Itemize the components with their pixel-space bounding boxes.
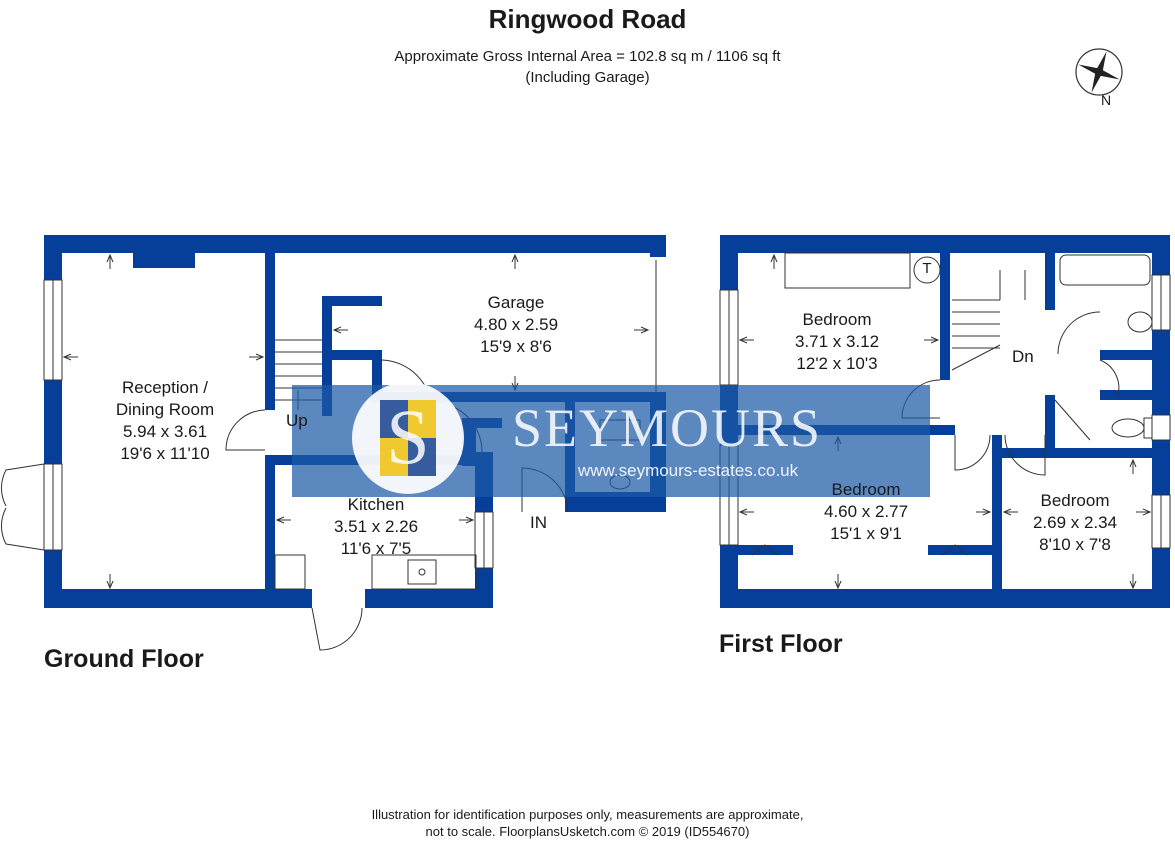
room-metric: 5.94 x 3.61	[122, 422, 208, 441]
compass-north-label: N	[1101, 92, 1112, 108]
area-note: (Including Garage)	[525, 69, 650, 86]
room-imperial: 8'10 x 7'8	[1039, 535, 1111, 554]
room-bedroom-3: Bedroom 2.69 x 2.34 8'10 x 7'8	[1000, 490, 1150, 556]
room-imperial: 19'6 x 11'10	[120, 444, 210, 463]
stairs-down-label: Dn	[1012, 347, 1034, 366]
room-name: Dining Room	[115, 400, 215, 419]
area-summary: Approximate Gross Internal Area = 102.8 …	[394, 48, 781, 65]
room-reception: Reception / Dining Room 5.94 x 3.61 19'6…	[85, 377, 245, 465]
stairs-up-label: Up	[286, 411, 308, 430]
watermark-logo: S	[386, 393, 430, 480]
room-imperial: 15'1 x 9'1	[830, 524, 902, 543]
entrance-label: IN	[530, 513, 547, 532]
watermark-url: www.seymours-estates.co.uk	[578, 461, 799, 480]
room-bedroom-2: Bedroom 4.60 x 2.77 15'1 x 9'1	[786, 479, 946, 545]
room-kitchen: Kitchen 3.51 x 2.26 11'6 x 7'5	[296, 494, 456, 560]
room-name: Bedroom	[1040, 491, 1110, 510]
room-name: Kitchen	[347, 495, 405, 514]
ground-floor-label: Ground Floor	[44, 645, 204, 673]
first-floor-label: First Floor	[719, 630, 843, 658]
room-name: Bedroom	[831, 480, 901, 499]
room-name: Reception /	[122, 378, 208, 397]
room-bedroom-1: Bedroom 3.71 x 3.12 12'2 x 10'3	[757, 309, 917, 375]
first-floor-fittings	[751, 252, 1153, 556]
watermark	[292, 382, 930, 497]
disclaimer-line-2: not to scale. FloorplansUsketch.com © 20…	[425, 824, 750, 839]
room-imperial: 12'2 x 10'3	[796, 354, 878, 373]
room-name: Garage	[487, 293, 545, 312]
room-metric: 2.69 x 2.34	[1032, 513, 1118, 532]
room-metric: 4.80 x 2.59	[473, 315, 559, 334]
room-imperial: 15'9 x 8'6	[480, 337, 552, 356]
room-garage: Garage 4.80 x 2.59 15'9 x 8'6	[436, 292, 596, 358]
watermark-brand: SEYMOURS	[512, 398, 823, 458]
ground-floor-windows	[43, 260, 657, 569]
room-metric: 4.60 x 2.77	[823, 502, 909, 521]
room-metric: 3.51 x 2.26	[333, 517, 419, 536]
plan-title: Ringwood Road	[488, 4, 687, 34]
compass-icon	[1075, 48, 1123, 96]
room-name: Bedroom	[802, 310, 872, 329]
room-metric: 3.71 x 3.12	[794, 332, 880, 351]
room-imperial: 11'6 x 7'5	[340, 539, 412, 558]
water-tank-label: T	[922, 260, 932, 277]
disclaimer-line-1: Illustration for identification purposes…	[371, 807, 804, 822]
